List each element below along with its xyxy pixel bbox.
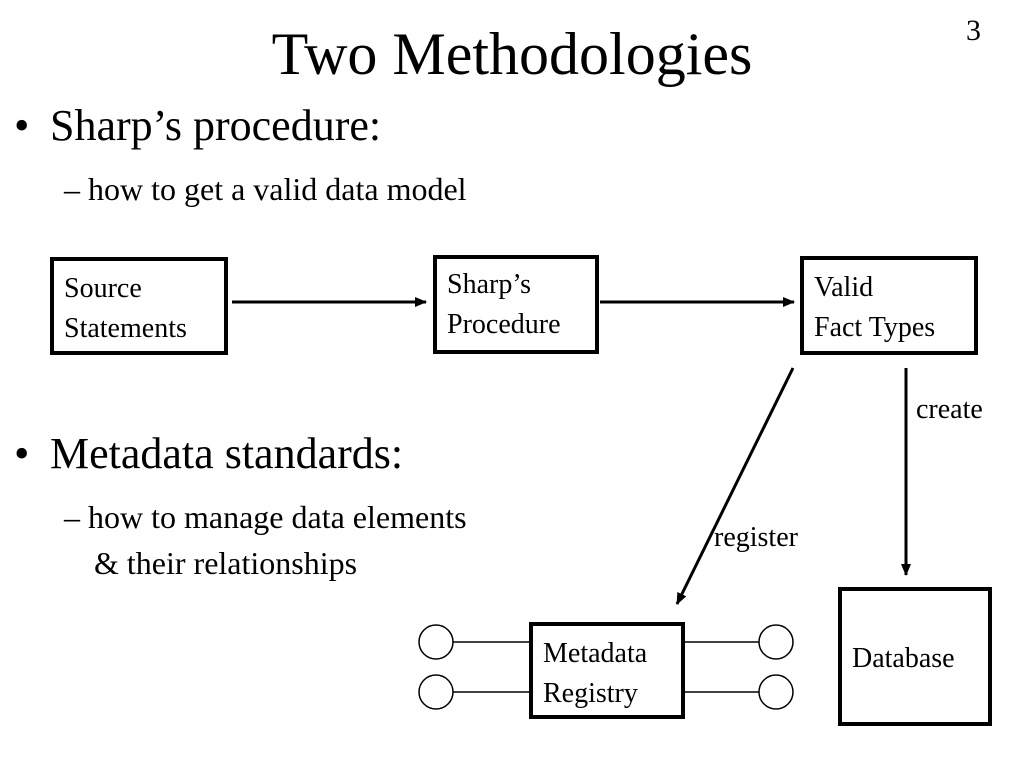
registry-node-bottom-right bbox=[758, 674, 794, 710]
registry-node-top-right bbox=[758, 624, 794, 660]
database-box: Database bbox=[838, 587, 992, 726]
register-label: register bbox=[714, 522, 798, 553]
source-statements-box: Source Statements bbox=[50, 257, 228, 355]
arrow-register bbox=[675, 367, 795, 605]
bullet-text: Sharp’s procedure: bbox=[50, 101, 382, 150]
metadata-registry-box: Metadata Registry bbox=[529, 622, 685, 719]
bullet-text: Metadata standards: bbox=[50, 429, 404, 478]
box-label: Database bbox=[852, 643, 955, 674]
bullet-sharps-procedure: • Sharp’s procedure: bbox=[14, 100, 381, 152]
bullet-metadata-standards: • Metadata standards: bbox=[14, 428, 403, 480]
box-label: Valid bbox=[814, 272, 874, 303]
box-label: Procedure bbox=[447, 309, 561, 340]
valid-fact-types-box: Valid Fact Types bbox=[800, 256, 978, 355]
box-label: Fact Types bbox=[814, 312, 936, 343]
box-label: Sharp’s bbox=[447, 269, 531, 300]
box-label: Registry bbox=[543, 678, 638, 709]
box-label: Metadata bbox=[543, 638, 648, 669]
sharps-procedure-box: Sharp’s Procedure bbox=[433, 255, 599, 354]
bullet-marker: • bbox=[14, 101, 30, 150]
sub-bullet-relationships: & their relationships bbox=[94, 545, 358, 581]
page-number: 3 bbox=[966, 14, 981, 47]
bullet-marker: • bbox=[14, 429, 30, 478]
box-label: Statements bbox=[64, 313, 187, 344]
sub-bullet-valid-data-model: – how to get a valid data model bbox=[64, 171, 467, 207]
box-label: Source bbox=[64, 273, 142, 304]
slide-title: Two Methodologies bbox=[271, 21, 753, 87]
registry-node-top-left bbox=[418, 624, 454, 660]
create-label: create bbox=[916, 394, 983, 425]
registry-node-bottom-left bbox=[418, 674, 454, 710]
sub-bullet-manage-data-elements: – how to manage data elements bbox=[64, 499, 467, 535]
